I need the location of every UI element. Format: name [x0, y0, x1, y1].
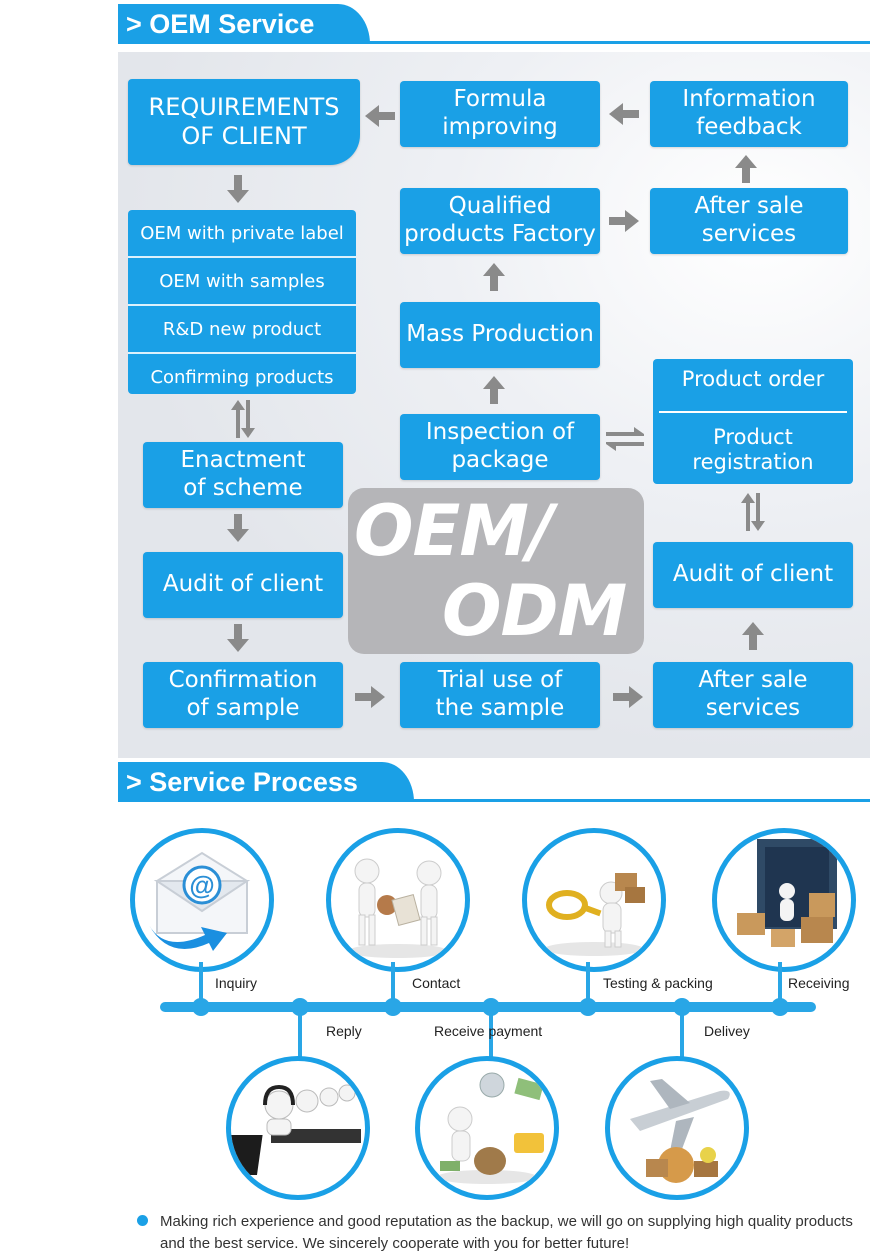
timeline-node: [384, 998, 402, 1016]
process-section-underline: [118, 799, 870, 802]
footer-statement: Making rich experience and good reputati…: [160, 1213, 853, 1252]
product-registration-label: Product registration: [692, 425, 814, 475]
delivery-image: [605, 1056, 749, 1200]
timeline-node: [482, 998, 500, 1016]
arrow-up-icon: [483, 376, 505, 404]
timeline-stem: [586, 962, 590, 1004]
email-icon: @: [149, 851, 251, 951]
arrow-up-icon: [742, 622, 764, 650]
step-testing-packing-label: Testing & packing: [603, 975, 713, 991]
badge-line-2: ODM: [442, 570, 627, 652]
timeline-node: [192, 998, 210, 1016]
arrow-left-icon: [365, 105, 395, 127]
timeline-stem: [298, 1008, 302, 1060]
badge-line-1: OEM/: [354, 490, 554, 572]
handshake-icon: [348, 858, 448, 958]
oem-section-underline: [118, 41, 870, 44]
oem-section-header: > OEM Service: [118, 0, 870, 48]
step-contact-label: Contact: [412, 975, 461, 991]
oem-section-tab: > OEM Service: [118, 4, 370, 44]
trial-use-of-sample-box: Trial use of the sample: [400, 662, 600, 728]
swap-icon: [741, 493, 765, 531]
receiving-image: [712, 828, 856, 972]
information-feedback-box: Information feedback: [650, 81, 848, 147]
call-center-icon: [231, 1084, 361, 1175]
audit-of-client-left-box: Audit of client: [143, 552, 343, 618]
inquiry-image: @: [130, 828, 274, 972]
step-inquiry-label: Inquiry: [215, 975, 258, 991]
option-rd-new-product: R&D new product: [128, 306, 356, 354]
reply-image: [226, 1056, 370, 1200]
process-section-tab: > Service Process: [118, 762, 414, 802]
product-order-divider: [659, 411, 847, 413]
process-section-header: > Service Process: [118, 758, 870, 806]
arrow-down-icon: [227, 624, 249, 652]
arrow-up-icon: [483, 263, 505, 291]
mass-production-box: Mass Production: [400, 302, 600, 368]
arrow-down-icon: [227, 175, 249, 203]
testing-packing-image: [522, 828, 666, 972]
process-section-title: > Service Process: [126, 767, 358, 797]
step-delivery-label: Delivey: [704, 1023, 750, 1039]
arrow-right-icon: [613, 686, 643, 708]
product-order-box: Product order Product registration: [653, 359, 853, 484]
step-reply-label: Reply: [326, 1023, 362, 1039]
timeline-stem: [489, 1008, 493, 1060]
arrow-right-icon: [355, 686, 385, 708]
option-with-samples: OEM with samples: [128, 258, 356, 306]
oem-odm-badge: OEM/ ODM: [348, 488, 644, 654]
timeline-stem: [391, 962, 395, 1004]
swap-icon: [231, 400, 255, 438]
timeline-node: [673, 998, 691, 1016]
receive-payment-image: [415, 1056, 559, 1200]
svg-text:@: @: [189, 870, 214, 900]
formula-improving-box: Formula improving: [400, 81, 600, 147]
timeline-stem: [199, 962, 203, 1004]
timeline-node: [771, 998, 789, 1016]
arrow-up-icon: [735, 155, 757, 183]
timeline-node: [291, 998, 309, 1016]
container-icon: [737, 839, 837, 947]
footer-bullet: [137, 1215, 148, 1226]
after-sale-services-top-box: After sale services: [650, 188, 848, 254]
qualified-products-factory-box: Qualified products Factory: [400, 188, 600, 254]
oem-section-title: > OEM Service: [126, 9, 315, 39]
airplane-icon: [630, 1079, 730, 1183]
swap-icon: [606, 427, 644, 451]
confirmation-of-sample-box: Confirmation of sample: [143, 662, 343, 728]
oem-options-box: OEM with private label OEM with samples …: [128, 210, 356, 394]
step-receive-payment-label: Receive payment: [434, 1023, 543, 1039]
timeline-stem: [680, 1008, 684, 1060]
requirements-of-client-box: REQUIREMENTS OF CLIENT: [128, 79, 360, 165]
magnifier-icon: [544, 873, 645, 956]
arrow-down-icon: [227, 514, 249, 542]
payment-icon: [437, 1072, 544, 1184]
arrow-left-icon: [609, 103, 639, 125]
inspection-of-package-box: Inspection of package: [400, 414, 600, 480]
step-receiving-label: Receiving: [788, 975, 850, 991]
arrow-right-icon: [609, 210, 639, 232]
after-sale-services-bottom-box: After sale services: [653, 662, 853, 728]
option-private-label: OEM with private label: [128, 210, 356, 258]
audit-of-client-right-box: Audit of client: [653, 542, 853, 608]
option-confirming-products: Confirming products: [150, 366, 334, 388]
product-order-label: Product order: [681, 367, 825, 391]
contact-image: [326, 828, 470, 972]
timeline-stem: [778, 962, 782, 1004]
timeline-node: [579, 998, 597, 1016]
enactment-of-scheme-box: Enactment of scheme: [143, 442, 343, 508]
